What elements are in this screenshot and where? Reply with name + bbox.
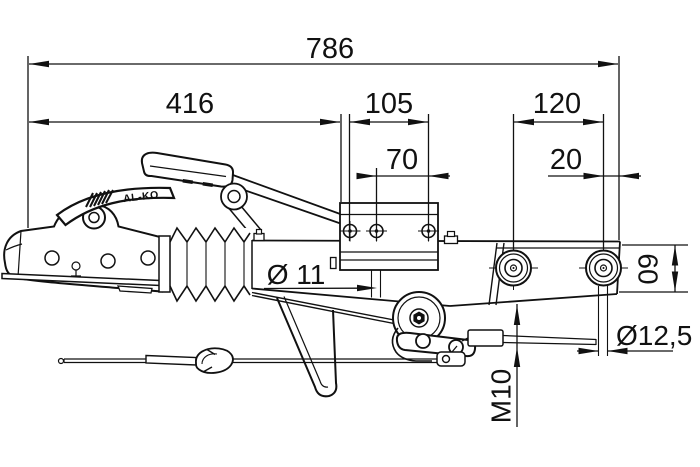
dim-120: 120	[512, 88, 605, 250]
bellows	[158, 226, 252, 303]
dim-416: 416	[29, 88, 342, 202]
dim-70: 70	[356, 144, 450, 241]
dim-20-label: 20	[550, 144, 582, 176]
cable-clevis	[436, 351, 466, 367]
dim-70-label: 70	[386, 144, 418, 176]
mounting-bracket	[339, 202, 439, 271]
handbrake-handle	[140, 151, 248, 211]
cable-carabiner	[195, 347, 234, 374]
dim-dia11: Ø 11	[263, 259, 377, 292]
dim-60: 60	[619, 244, 688, 293]
grip-hatching	[85, 189, 114, 208]
hairpin-loop	[276, 296, 338, 398]
dim-60-label: 60	[633, 253, 664, 284]
alko-brand-label: AL-KO	[123, 189, 160, 205]
dim-20: 20	[548, 144, 641, 180]
dim-786-label: 786	[306, 33, 354, 65]
coupling-release-lever	[55, 186, 176, 227]
frame-bolt-right	[579, 247, 628, 287]
m10-brake-rod	[436, 329, 597, 367]
breakaway-cable	[57, 347, 450, 374]
dim-416-label: 416	[166, 88, 214, 120]
cable-sleeve	[145, 354, 197, 366]
dim-m10-label: M10	[486, 369, 517, 423]
dim-120-label: 120	[533, 88, 581, 120]
dim-105-label: 105	[365, 88, 413, 120]
dim-dia12-5-label: Ø12,5	[616, 320, 692, 351]
frame-bolt-left	[489, 247, 538, 290]
dim-dia12-5: Ø12,5	[577, 286, 692, 356]
dim-m10: M10	[486, 304, 521, 427]
brake-linkage-arm	[395, 331, 477, 358]
coupling-head: AL-KO	[1, 186, 176, 294]
dim-105: 105	[348, 88, 430, 241]
dim-dia11-label: Ø 11	[267, 259, 326, 290]
dim-786: 786	[27, 33, 620, 240]
frame-joint-line	[488, 242, 498, 306]
